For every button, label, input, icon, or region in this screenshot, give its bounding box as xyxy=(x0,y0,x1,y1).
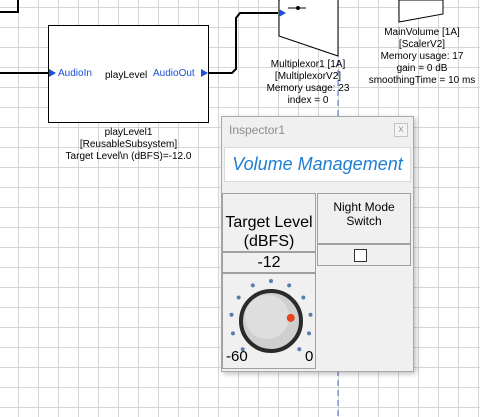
multiplexor-input-arrow xyxy=(279,9,286,17)
caption-line: index = 0 xyxy=(287,95,329,106)
night-mode-label-line2: Switch xyxy=(346,214,382,228)
knob-scale-dot xyxy=(269,279,273,283)
input-port-arrow xyxy=(49,69,56,77)
caption-line: Memory usage: 17 xyxy=(380,51,464,62)
target-level-label: Target Level (dBFS) xyxy=(222,193,316,252)
inspector-heading: Volume Management xyxy=(224,147,411,182)
knob-scale-dot xyxy=(308,312,313,317)
caption-line: Multiplexor1 [1A] xyxy=(270,59,346,70)
main-volume-shape[interactable] xyxy=(398,0,444,23)
caption-line: [MultiplexorV2] xyxy=(274,71,342,82)
knob-scale-dot xyxy=(301,295,306,300)
output-port-arrow xyxy=(201,69,208,77)
caption-line: Target Level\n (dBFS)=-12.0 xyxy=(65,151,192,162)
wire-out xyxy=(209,12,278,74)
caption-line: Memory usage: 23 xyxy=(266,83,350,94)
night-mode-checkbox[interactable] xyxy=(354,249,367,262)
knob-highlight xyxy=(245,295,289,339)
multiplexor-shape[interactable] xyxy=(278,0,339,57)
inspector-window[interactable]: Inspector1 x Volume Management Target Le… xyxy=(221,116,414,372)
play-level-block[interactable]: AudioIn playLevel AudioOut xyxy=(48,25,209,123)
knob-max-label: 0 xyxy=(305,348,314,365)
night-mode-checkbox-cell xyxy=(317,244,411,266)
knob-scale-dot xyxy=(307,331,312,336)
knob-scale-dot xyxy=(230,331,235,336)
caption-line: MainVolume [1A] xyxy=(384,27,460,38)
target-level-knob[interactable] xyxy=(223,274,315,368)
inspector-title: Inspector1 xyxy=(229,123,286,137)
caption-line: [ReusableSubsystem] xyxy=(79,139,178,150)
knob-min-label: -60 xyxy=(226,348,248,365)
play-level-caption: playLevel1 [ReusableSubsystem] Target Le… xyxy=(48,127,209,163)
night-mode-label: Night Mode Switch xyxy=(317,193,411,244)
input-port-label[interactable]: AudioIn xyxy=(58,68,92,79)
target-level-value[interactable]: -12 xyxy=(222,252,316,273)
target-level-label-line1: Target Level xyxy=(225,214,313,231)
wire-left-top xyxy=(0,0,19,13)
main-volume-caption: MainVolume [1A] [ScalerV2] Memory usage:… xyxy=(366,27,478,87)
inspector-titlebar[interactable]: Inspector1 x xyxy=(222,117,413,144)
knob-scale-dot xyxy=(250,283,255,288)
close-button[interactable]: x xyxy=(394,123,408,137)
caption-line: gain = 0 dB xyxy=(396,63,448,74)
night-mode-label-line1: Night Mode xyxy=(333,200,395,214)
multiplexor-caption: Multiplexor1 [1A] [MultiplexorV2] Memory… xyxy=(253,59,363,107)
wire-junction xyxy=(296,6,300,10)
knob-scale-dot xyxy=(240,347,245,352)
target-level-label-line2: (dBFS) xyxy=(243,233,295,250)
knob-indicator xyxy=(286,313,295,322)
target-level-knob-cell: -60 0 xyxy=(222,273,316,369)
caption-line: [ScalerV2] xyxy=(398,39,446,50)
knob-scale-dot xyxy=(236,295,241,300)
caption-line: smoothingTime = 10 ms xyxy=(368,75,476,86)
caption-line: playLevel1 xyxy=(104,127,153,138)
play-level-title: playLevel xyxy=(105,70,148,81)
knob-scale-dot xyxy=(287,283,292,288)
output-port-label[interactable]: AudioOut xyxy=(153,68,195,79)
knob-scale-dot xyxy=(297,347,302,352)
knob-scale-dot xyxy=(229,312,234,317)
